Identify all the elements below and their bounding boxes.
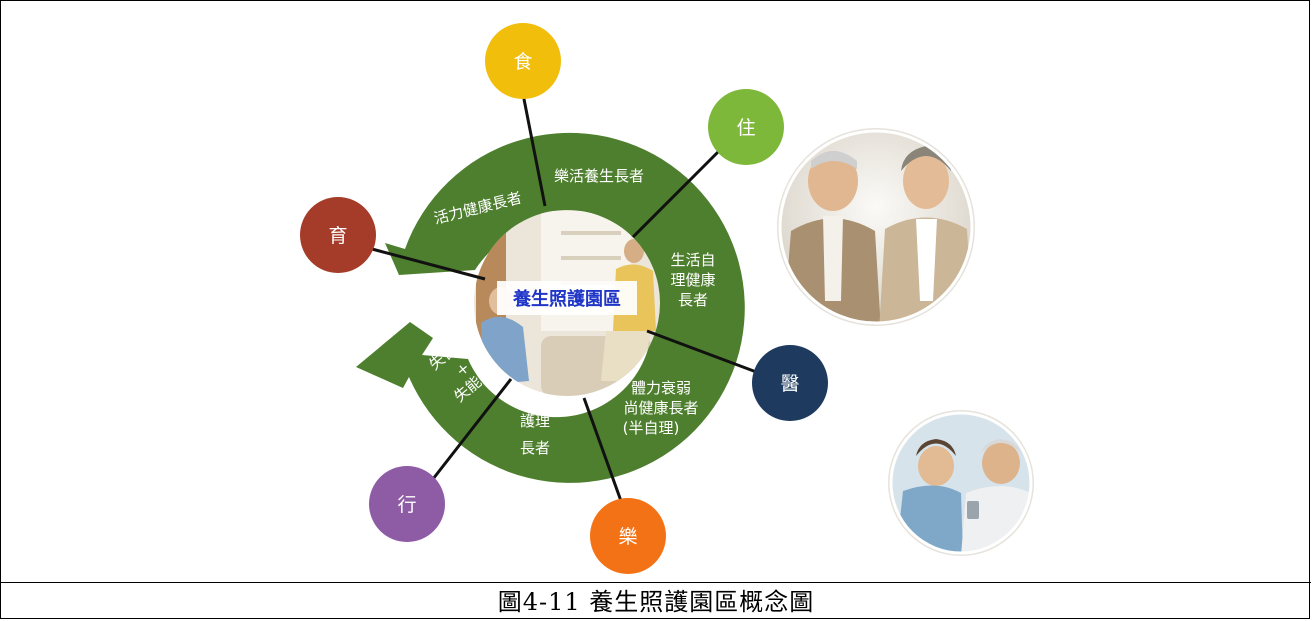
node-transport-label: 行 [397, 494, 416, 516]
segment-self-care-line2: 理健康 [670, 271, 715, 289]
node-food: 食 [485, 23, 561, 99]
node-medical-label: 醫 [780, 373, 799, 395]
center-label: 養生照護園區 [512, 288, 621, 310]
node-transport: 行 [369, 466, 445, 542]
node-education-label: 育 [328, 225, 347, 247]
elderly-couple-photo-small [888, 410, 1034, 556]
center-label-box [497, 281, 637, 315]
concept-diagram: 養生照護園區 活力健康長者 樂活養生長者 生活自 理健康 長者 體力衰弱 尚健康… [300, 23, 1034, 574]
diagram-area: 養生照護園區 活力健康長者 樂活養生長者 生活自 理健康 長者 體力衰弱 尚健康… [1, 1, 1311, 583]
segment-self-care-line3: 長者 [678, 291, 708, 309]
node-medical: 醫 [752, 345, 828, 421]
node-housing-label: 住 [736, 117, 755, 139]
figure-caption: 圖4-11 養生照護園區概念圖 [497, 588, 815, 616]
connector-lines [371, 93, 760, 502]
segment-nursing-line2: 長者 [520, 439, 550, 457]
elderly-couple-photo [777, 128, 975, 326]
segment-nursing-line1: 護理 [520, 412, 550, 430]
segment-frail-line2: 尚健康長者 [623, 399, 698, 417]
node-recreation: 樂 [590, 498, 666, 574]
segment-frail-line1: 體力衰弱 [631, 379, 691, 397]
segment-frail-line3: (半自理) [623, 419, 680, 437]
segment-self-care-line1: 生活自 [670, 251, 715, 269]
segment-leisure-elders: 樂活養生長者 [554, 167, 644, 185]
node-recreation-label: 樂 [618, 526, 637, 548]
node-food-label: 食 [513, 51, 532, 73]
node-housing: 住 [708, 89, 784, 165]
node-education: 育 [300, 197, 376, 273]
